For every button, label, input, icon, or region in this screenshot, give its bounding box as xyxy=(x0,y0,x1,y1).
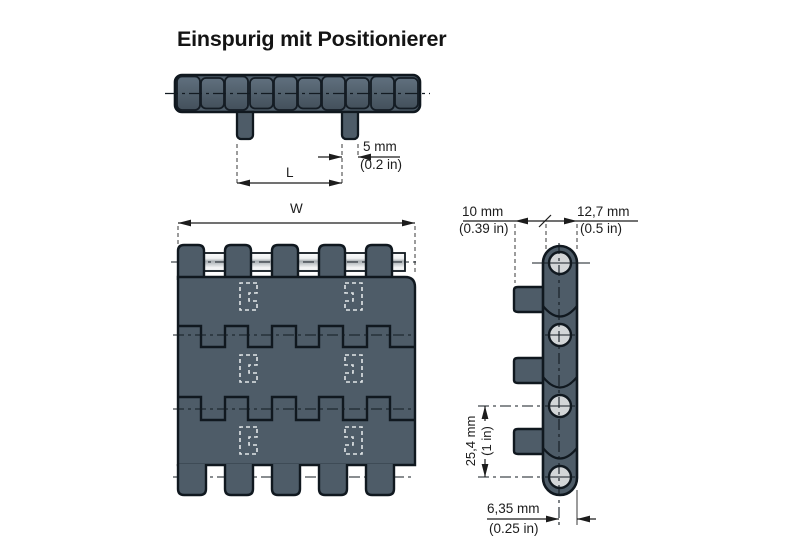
dim-link-width-mm: 12,7 mm xyxy=(577,204,630,219)
dim-link-width-in: (0.5 in) xyxy=(580,221,623,236)
bottom-teeth xyxy=(176,464,396,497)
dim-tab-pitch-label: L xyxy=(286,165,294,180)
dim-pitch: 25,4 mm (1 in) xyxy=(463,399,497,483)
width-dimension xyxy=(177,219,416,274)
edge-link-body xyxy=(532,243,590,526)
dim-belt-width-label: W xyxy=(290,201,303,216)
module-body xyxy=(173,275,417,478)
dimension-lines xyxy=(236,144,400,187)
dim-half-width-in: (0.25 in) xyxy=(489,521,539,536)
dim-tab-width-mm: 5 mm xyxy=(363,139,397,154)
top-dimension xyxy=(463,214,638,283)
chain-side-view-drawing xyxy=(165,73,430,187)
top-teeth xyxy=(176,243,394,280)
edge-positioner-tabs xyxy=(512,285,547,456)
dim-pitch-mm: 25,4 mm xyxy=(463,415,478,467)
belt-bar xyxy=(165,73,430,114)
link-edge-view-drawing xyxy=(463,214,638,526)
dim-pitch-in: (1 in) xyxy=(479,426,494,456)
hidden-positioner-outlines xyxy=(239,282,363,455)
pitch-dimension xyxy=(478,405,543,478)
dim-tab-width-in: (0.2 in) xyxy=(360,157,403,172)
dim-tab-protrusion-in: (0.39 in) xyxy=(459,221,509,236)
dim-half-width-mm: 6,35 mm xyxy=(487,501,540,516)
belt-plan-view-drawing xyxy=(171,219,417,497)
positioner-tabs xyxy=(235,110,360,141)
half-width-dimension xyxy=(487,490,596,525)
dim-tab-protrusion-mm: 10 mm xyxy=(462,204,504,219)
page-title: Einspurig mit Positionierer xyxy=(177,27,447,51)
